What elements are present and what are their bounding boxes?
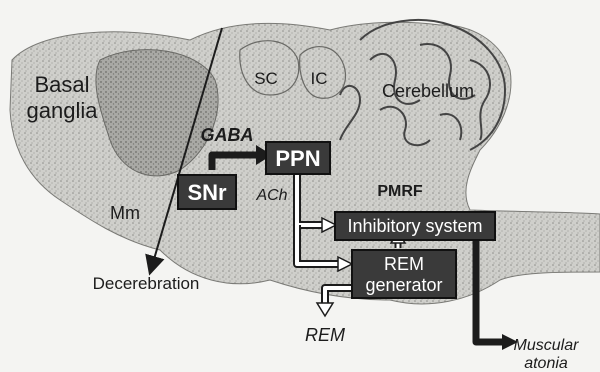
mm-label: Mm: [110, 203, 140, 223]
ppn-box-label: PPN: [275, 146, 320, 171]
muscular-atonia-label-line2: atonia: [524, 355, 568, 372]
basal-ganglia-label-line1: Basal: [34, 72, 89, 97]
rem-generator-label-line2: generator: [365, 275, 442, 295]
decerebration-label: Decerebration: [93, 274, 200, 293]
basal-ganglia-label-line2: ganglia: [27, 98, 99, 123]
rem-generator-label-line1: REM: [384, 254, 424, 274]
snr-box-label: SNr: [187, 180, 227, 205]
cerebellum-label: Cerebellum: [382, 81, 474, 101]
inhibitory-system-label: Inhibitory system: [347, 216, 482, 236]
sc-label: SC: [254, 69, 278, 88]
ic-label: IC: [311, 69, 328, 88]
ach-label: ACh: [255, 187, 287, 204]
rem-label: REM: [305, 325, 345, 345]
muscular-atonia-label-line1: Muscular: [514, 337, 580, 354]
gaba-label: GABA: [201, 125, 254, 145]
pmrf-label: PMRF: [377, 183, 423, 200]
